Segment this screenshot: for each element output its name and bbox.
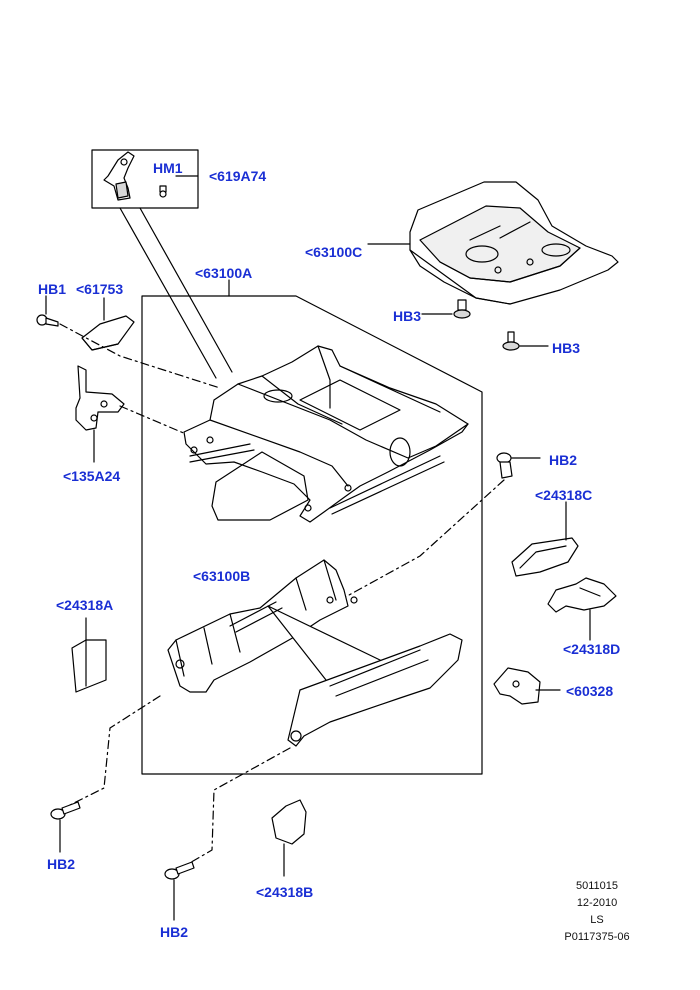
hm1-bracket-part <box>103 151 135 201</box>
hm1-fastener-part <box>159 185 167 198</box>
callout-hb3-right: HB3 <box>552 340 581 356</box>
hb1-bolt <box>36 314 59 327</box>
callout-hb1: HB1 <box>38 281 67 297</box>
cover-24318b-part <box>271 799 307 845</box>
cover-61753-part <box>81 315 135 351</box>
hb3-bolt-left <box>453 299 471 319</box>
footer-line-2: 12-2010 <box>576 897 618 909</box>
footer-line-3: LS <box>590 914 604 926</box>
callout-63100b: <63100B <box>193 568 251 584</box>
hb2-bolt-left <box>50 801 81 820</box>
callout-24318b: <24318B <box>256 884 314 900</box>
callout-hb2-bottom: HB2 <box>160 924 189 940</box>
cover-24318d-part <box>547 577 617 613</box>
seat-frame-63100b-part <box>167 559 463 747</box>
hb2-bolt-right <box>496 452 513 479</box>
cover-24318c-part <box>511 537 579 577</box>
callout-24318c: <24318C <box>535 487 593 503</box>
inset-box-hm1 <box>91 149 199 209</box>
assembly-boundary <box>141 295 483 775</box>
callout-60328: <60328 <box>566 683 614 699</box>
callout-hm1: HM1 <box>153 160 183 176</box>
seat-frame-63100a-part <box>183 345 469 523</box>
callout-61753: <61753 <box>76 281 124 297</box>
callout-hb2-left: HB2 <box>47 856 76 872</box>
inset-leader-line-1 <box>119 207 217 379</box>
inset-leader-line-2 <box>139 207 233 373</box>
callout-63100c: <63100C <box>305 244 363 260</box>
callout-hb3-left: HB3 <box>393 308 422 324</box>
footer-line-1: 5011015 <box>575 880 618 892</box>
seat-cushion-pan-part <box>409 181 619 305</box>
cover-24318a-part <box>71 639 107 693</box>
callout-619a74: <619A74 <box>209 168 267 184</box>
callout-63100a: <63100A <box>195 265 253 281</box>
bracket-60328-part <box>493 667 541 705</box>
hb2-bolt-bottom <box>164 861 195 880</box>
hb3-bolt-right <box>502 331 520 351</box>
footer-reference: 5011015 12-2010 LS P0117375-06 <box>547 878 647 946</box>
callout-hb2-right: HB2 <box>549 452 578 468</box>
bracket-135a24-part <box>75 365 125 431</box>
callout-135a24: <135A24 <box>63 468 121 484</box>
callout-24318a: <24318A <box>56 597 114 613</box>
callout-24318d: <24318D <box>563 641 621 657</box>
footer-line-4: P0117375-06 <box>564 931 630 943</box>
